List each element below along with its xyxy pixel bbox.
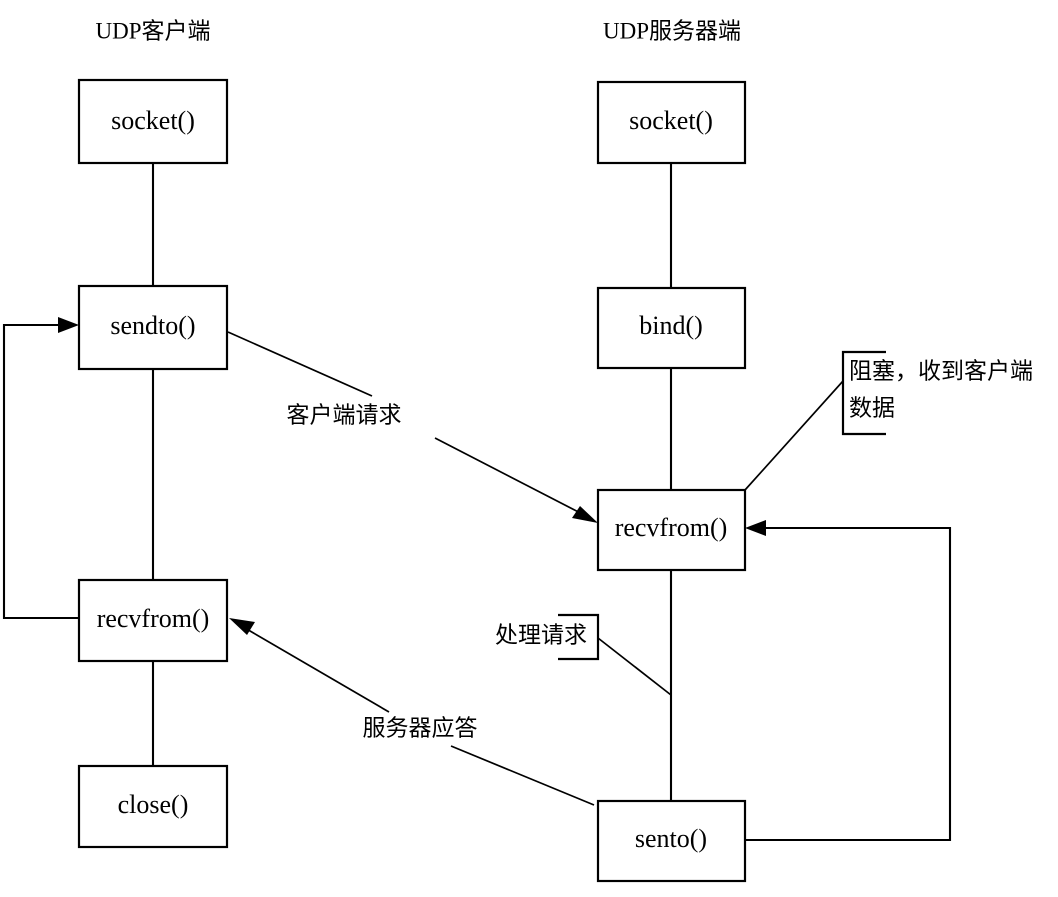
node-client-socket-box[interactable]	[77, 78, 229, 165]
node-server-bind[interactable]: bind()	[596, 286, 747, 370]
node-client-sendto-box[interactable]	[77, 284, 229, 371]
blocking-note-connector	[744, 380, 844, 491]
node-server-sento-label: sento()	[635, 824, 707, 853]
node-server-recvfrom[interactable]: recvfrom()	[596, 488, 747, 572]
node-client-sendto[interactable]: sendto()	[77, 284, 229, 371]
node-client-recvfrom-label: recvfrom()	[97, 604, 210, 633]
node-client-recvfrom-box[interactable]	[77, 578, 229, 663]
node-server-bind-box[interactable]	[596, 286, 747, 370]
blocking-note-bracket	[841, 350, 886, 436]
column-title-server: UDP服务器端	[603, 18, 741, 43]
node-server-sento[interactable]: sento()	[596, 799, 747, 883]
column-title-client: UDP客户端	[95, 18, 210, 43]
process-note-bracket	[558, 613, 600, 661]
node-client-recvfrom[interactable]: recvfrom()	[77, 578, 229, 663]
arrowhead-server-loop	[745, 520, 766, 536]
msg-label-response: 服务器应答	[363, 715, 478, 740]
node-server-sento-box[interactable]	[596, 799, 747, 883]
process-note-line-1: 处理请求	[495, 622, 587, 647]
msg-response-line-lower	[450, 745, 595, 806]
node-client-sendto-label: sendto()	[110, 311, 195, 340]
loop-client-recvfrom-to-sendto	[2, 323, 79, 620]
blocking-note-line-2: 数据	[849, 395, 895, 420]
node-server-recvfrom-box[interactable]	[596, 488, 747, 572]
node-client-socket-label: socket()	[111, 106, 195, 135]
msg-response-line-upper	[237, 623, 390, 713]
msg-request-line-upper	[227, 331, 373, 397]
node-server-socket-label: socket()	[629, 106, 713, 135]
msg-label-request: 客户端请求	[287, 402, 402, 427]
node-server-socket[interactable]: socket()	[596, 80, 747, 165]
blocking-note-line-1: 阻塞，收到客户端	[849, 358, 1033, 383]
loop-server-sento-to-recvfrom	[745, 526, 952, 842]
node-server-bind-label: bind()	[639, 311, 703, 340]
node-client-close[interactable]: close()	[77, 764, 229, 849]
process-note-connector	[597, 637, 672, 696]
arrowhead-request	[572, 506, 598, 523]
arrowhead-response	[229, 618, 255, 635]
msg-request-line-lower	[434, 437, 593, 520]
node-client-close-box[interactable]	[77, 764, 229, 849]
node-server-socket-box[interactable]	[596, 80, 747, 165]
node-client-socket[interactable]: socket()	[77, 78, 229, 165]
node-client-close-label: close()	[118, 790, 189, 819]
node-server-recvfrom-label: recvfrom()	[615, 513, 728, 542]
arrowhead-client-loop	[58, 317, 79, 333]
